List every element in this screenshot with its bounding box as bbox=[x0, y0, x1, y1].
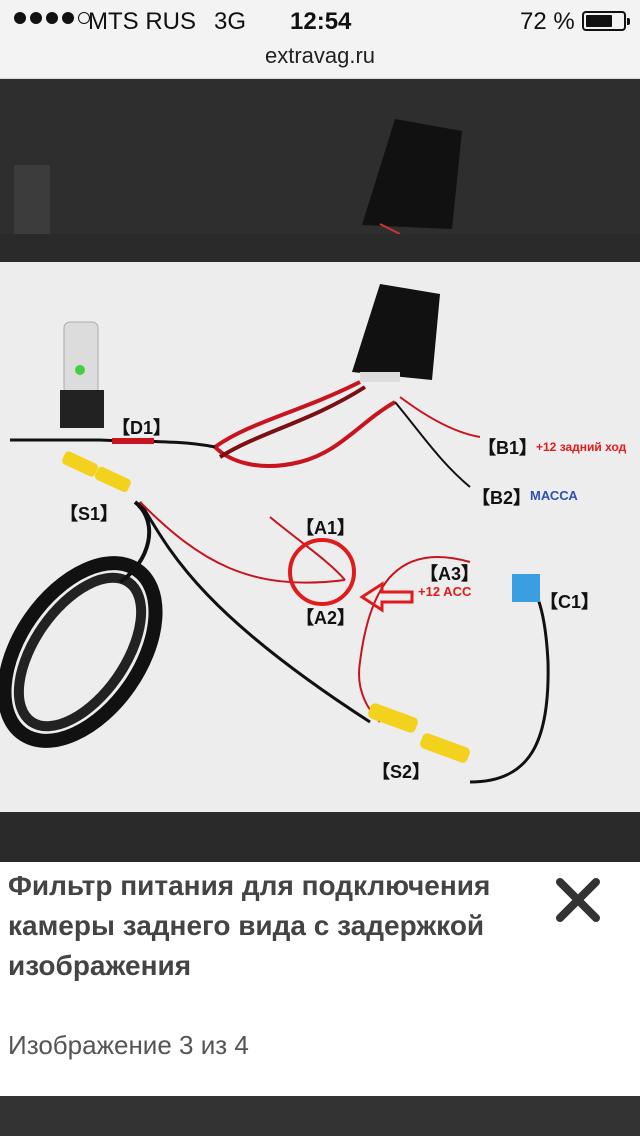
label-b1-note: +12 задний ход bbox=[536, 440, 627, 454]
filter-box bbox=[352, 284, 440, 380]
label-b2-note: МАССА bbox=[530, 488, 578, 503]
label-a1: 【A1】 bbox=[296, 518, 356, 538]
label-b1: 【B1】 bbox=[478, 438, 538, 458]
label-b2: 【B2】 bbox=[472, 488, 532, 508]
battery-icon bbox=[582, 11, 630, 31]
network-type: 3G bbox=[214, 8, 247, 35]
url-text: extravag.ru bbox=[264, 43, 376, 68]
arrow-icon bbox=[359, 581, 414, 613]
close-icon[interactable] bbox=[550, 872, 606, 928]
status-bar: MTS RUS 3G 12:54 72 % bbox=[0, 0, 640, 40]
label-c1: 【C1】 bbox=[540, 592, 600, 612]
signal-strength-icon bbox=[14, 12, 90, 24]
image-counter: Изображение 3 из 4 bbox=[8, 1030, 249, 1060]
clock: 12:54 bbox=[290, 8, 352, 35]
image-caption: Фильтр питания для подключения камеры за… bbox=[8, 870, 491, 981]
wiring-diagram bbox=[0, 262, 640, 812]
label-s1: 【S1】 bbox=[60, 504, 119, 524]
wiring-diagram-image[interactable]: 【D1】 【B1】 +12 задний ход 【B2】 МАССА 【A1】… bbox=[0, 262, 640, 812]
label-d1: 【D1】 bbox=[112, 418, 172, 438]
camera-icon bbox=[60, 390, 104, 428]
highlight-circle bbox=[288, 538, 356, 606]
label-a3-note: +12 ACC bbox=[418, 584, 472, 599]
label-a2: 【A2】 bbox=[296, 608, 356, 628]
caption-panel: Фильтр питания для подключения камеры за… bbox=[0, 862, 640, 1096]
address-bar[interactable]: extravag.ru bbox=[0, 40, 640, 79]
label-a3: 【A3】 bbox=[420, 564, 480, 584]
previous-image bbox=[0, 79, 640, 235]
label-s2: 【S2】 bbox=[372, 762, 431, 782]
battery-percent: 72 % bbox=[520, 8, 575, 35]
next-content-strip bbox=[0, 1096, 640, 1136]
carrier-name: MTS RUS bbox=[88, 8, 196, 35]
c1-connector bbox=[512, 574, 540, 602]
